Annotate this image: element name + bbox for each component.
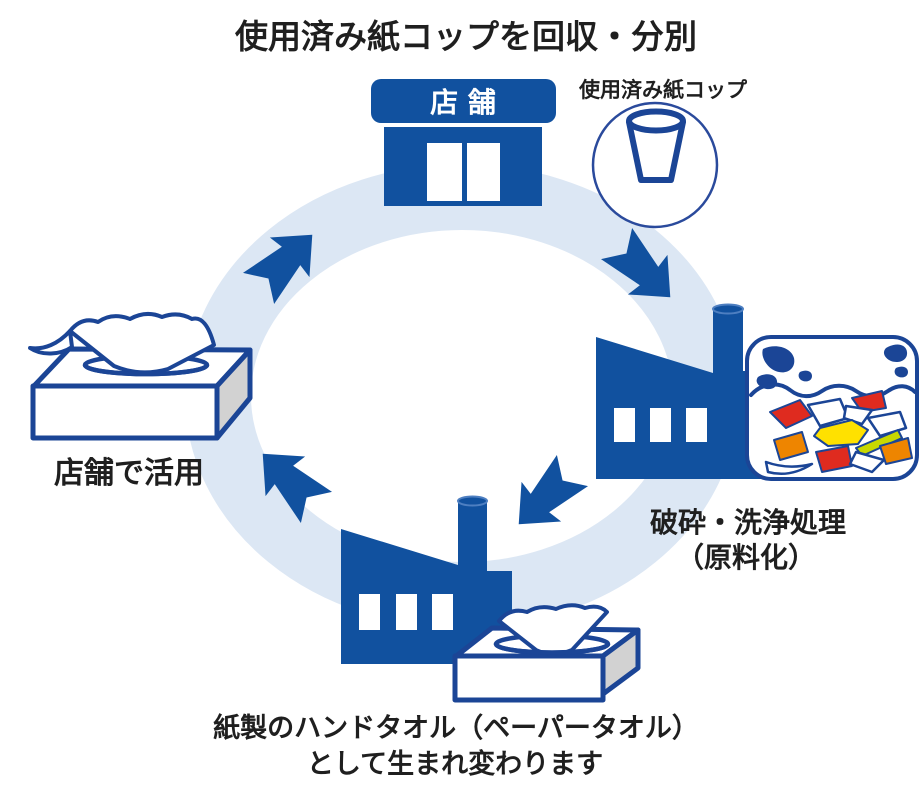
page-title: 使用済み紙コップを回収・分別 bbox=[235, 17, 697, 56]
water-splash-icon bbox=[756, 344, 908, 390]
product-label-line2: として生まれ変わります bbox=[307, 748, 603, 780]
factory-window bbox=[614, 408, 635, 442]
box-opening-front bbox=[493, 643, 611, 655]
factory-body bbox=[596, 309, 776, 479]
factory-window bbox=[432, 594, 453, 630]
product-label-line1: 紙製のハンドタオル（ペーパータオル） bbox=[213, 712, 699, 744]
box-front bbox=[452, 653, 606, 703]
process-label-line2: （原料化） bbox=[676, 541, 816, 574]
factory-window bbox=[686, 408, 707, 442]
tissue-curl bbox=[28, 329, 74, 356]
shredded-paper-icon bbox=[745, 335, 919, 481]
cycle-arrow-icon bbox=[242, 234, 313, 305]
store-building bbox=[384, 127, 542, 206]
factory-icon-processing bbox=[596, 303, 776, 479]
factory-window bbox=[650, 408, 671, 442]
store-sign-label: 店 舗 bbox=[430, 86, 496, 119]
cup-label: 使用済み紙コップ bbox=[578, 78, 748, 102]
store-icon bbox=[371, 79, 556, 206]
chimney-cap bbox=[457, 495, 488, 507]
chimney-cap bbox=[712, 303, 744, 315]
process-label-line1: 破砕・洗浄処理 bbox=[650, 506, 846, 539]
factory-body bbox=[341, 501, 512, 664]
store-door bbox=[427, 143, 462, 201]
store-door bbox=[467, 143, 500, 201]
cycle-arrow-icon bbox=[518, 454, 589, 525]
cycle-arrows bbox=[242, 227, 671, 525]
reuse-label: 店舗で活用 bbox=[54, 456, 204, 491]
factory-window bbox=[396, 594, 417, 630]
box-opening-front bbox=[82, 364, 210, 377]
cycle-arrow-icon bbox=[262, 453, 333, 524]
cup-rim bbox=[626, 108, 686, 134]
paper-cup-icon bbox=[591, 101, 719, 229]
tissue-box-icon-small bbox=[452, 603, 641, 703]
box-front bbox=[30, 383, 220, 441]
paper-shreds bbox=[764, 390, 913, 475]
store-sign bbox=[371, 79, 556, 123]
water-wave bbox=[749, 382, 917, 399]
tissue-sheet bbox=[68, 312, 216, 375]
tissue-box-icon-large bbox=[28, 312, 253, 441]
factory-icon-production bbox=[341, 495, 512, 664]
factory-window bbox=[359, 594, 380, 630]
cycle-arrow-icon bbox=[600, 227, 671, 298]
